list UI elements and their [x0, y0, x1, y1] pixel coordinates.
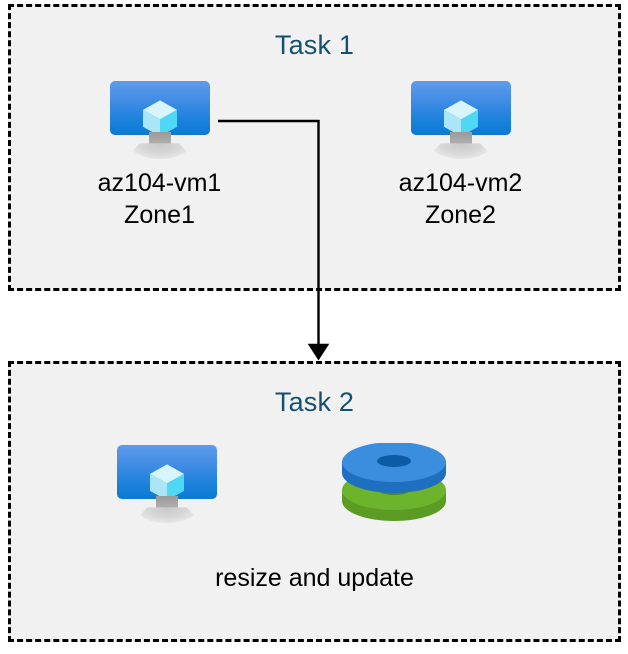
- task-1-container: Task 1 az104-vm1 Zone1: [8, 4, 621, 291]
- task-1-title: Task 1: [274, 30, 355, 60]
- cube-glyph: [150, 464, 184, 501]
- node-task2-vm[interactable]: [117, 445, 217, 523]
- task-2-container: Task 2: [8, 361, 621, 642]
- disks-glyph: [342, 442, 446, 521]
- cube-glyph: [443, 100, 478, 137]
- node-az104-vm1[interactable]: az104-vm1 Zone1: [43, 81, 276, 231]
- node-label-az104-vm2: az104-vm2 Zone2: [398, 169, 523, 229]
- cube-glyph: [142, 100, 177, 137]
- virtual-machine-icon: [117, 445, 217, 523]
- monitor-stand-base: [136, 507, 198, 523]
- monitor-stand-base: [429, 143, 492, 159]
- node-label-az104-vm1: az104-vm1 Zone1: [97, 169, 222, 229]
- task-2-caption: resize and update: [215, 564, 414, 592]
- node-az104-vm2[interactable]: az104-vm2 Zone2: [344, 81, 577, 231]
- disks-icon[interactable]: [336, 442, 452, 529]
- virtual-machine-icon: [410, 81, 511, 159]
- task-2-title: Task 2: [274, 387, 355, 417]
- monitor-stand-base: [128, 143, 191, 159]
- virtual-machine-icon: [109, 81, 210, 159]
